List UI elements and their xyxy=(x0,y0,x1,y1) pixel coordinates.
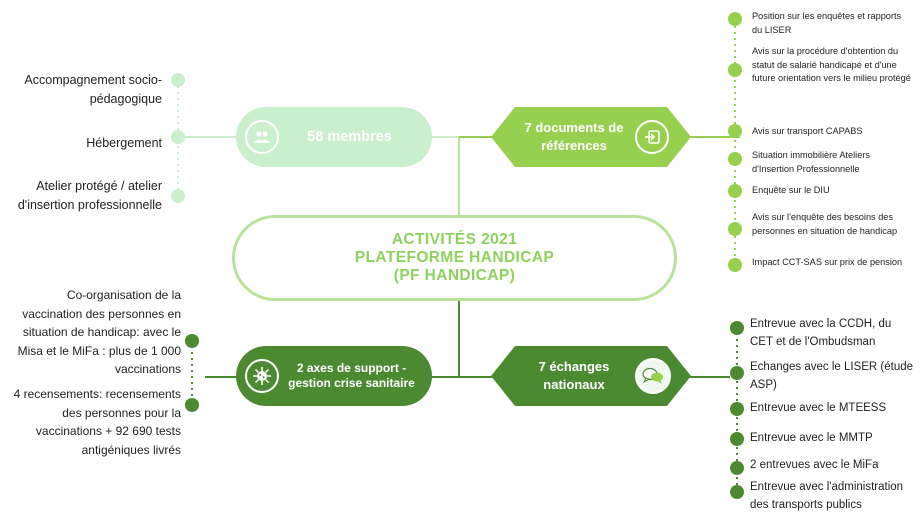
people-icon xyxy=(245,120,279,154)
documents-item-dot xyxy=(728,12,742,26)
virus-icon xyxy=(245,359,279,393)
documents-item-dot xyxy=(728,63,742,77)
documents-item: Enquête sur le DIU xyxy=(752,185,830,195)
members-item: Hébergement xyxy=(86,136,162,150)
covid-support-label: 2 axes de support - gestion crise sanita… xyxy=(288,361,415,390)
members-item-dot xyxy=(171,73,185,87)
central-title-line3: (PF HANDICAP) xyxy=(393,267,516,284)
documents-item-dot xyxy=(728,258,742,272)
covid-support-hub: 2 axes de support - gestion crise sanita… xyxy=(236,346,432,406)
exchanges-item: Entrevue avec le MMTP xyxy=(750,432,873,444)
documents-item: Position sur les enquêtes et rapports du… xyxy=(752,11,902,35)
documents-item: Avis sur l'enquête des besoins des perso… xyxy=(752,212,898,236)
documents-item-dot xyxy=(728,184,742,198)
members-hub: 58 membres xyxy=(236,107,432,167)
members-item-dot xyxy=(171,130,185,144)
documents-hub: 7 documents de références xyxy=(491,107,691,167)
chat-bubbles-icon xyxy=(635,358,671,394)
exchanges-item: Entrevue avec l'administration des trans… xyxy=(750,481,904,511)
central-title-line1: ACTIVITÉS 2021 xyxy=(391,231,518,248)
documents-item: Situation immobilière Ateliers d'Inserti… xyxy=(752,150,870,174)
documents-item: Avis sur transport CAPABS xyxy=(752,126,863,136)
members-item: Accompagnement socio-pédagogique xyxy=(24,73,162,106)
documents-item: Impact CCT-SAS sur prix de pension xyxy=(752,257,903,267)
documents-item-dot xyxy=(728,152,742,166)
covid-support-item: Co-organisation de la vaccination des pe… xyxy=(17,288,181,376)
members-item-dot xyxy=(171,189,185,203)
exchanges-item-dot xyxy=(730,402,744,416)
exchanges-item: Entrevue avec le MTEESS xyxy=(750,402,887,414)
exchanges-item: Echanges avec le LISER (étude ASP) xyxy=(750,361,914,391)
central-title-line2: PLATEFORME HANDICAP xyxy=(354,249,555,266)
documents-item-dot xyxy=(728,222,742,236)
documents-label: 7 documents de références xyxy=(524,120,624,153)
members-item: Atelier protégé / atelier d'insertion pr… xyxy=(17,179,162,212)
covid-support-item-dot xyxy=(185,398,199,412)
documents-item: Avis sur la procédure d'obtention du sta… xyxy=(752,46,911,83)
exchanges-item-dot xyxy=(730,485,744,499)
members-label: 58 membres xyxy=(307,129,392,145)
exchanges-item: Entrevue avec la CCDH, du CET et de l'Om… xyxy=(750,318,892,348)
exchanges-hub: 7 échanges nationaux xyxy=(491,346,691,406)
exchanges-item: 2 entrevues avec le MiFa xyxy=(750,459,879,471)
exchanges-item-dot xyxy=(730,461,744,475)
sign-in-icon xyxy=(635,120,669,154)
exchanges-item-dot xyxy=(730,432,744,446)
central-title: ACTIVITÉS 2021 PLATEFORME HANDICAP (PF H… xyxy=(232,215,677,301)
exchanges-label: 7 échanges nationaux xyxy=(538,359,610,392)
documents-item-dot xyxy=(728,124,742,138)
covid-support-item: 4 recensements: recensements des personn… xyxy=(13,387,181,457)
exchanges-item-dot xyxy=(730,321,744,335)
exchanges-item-dot xyxy=(730,366,744,380)
covid-support-item-dot xyxy=(185,334,199,348)
